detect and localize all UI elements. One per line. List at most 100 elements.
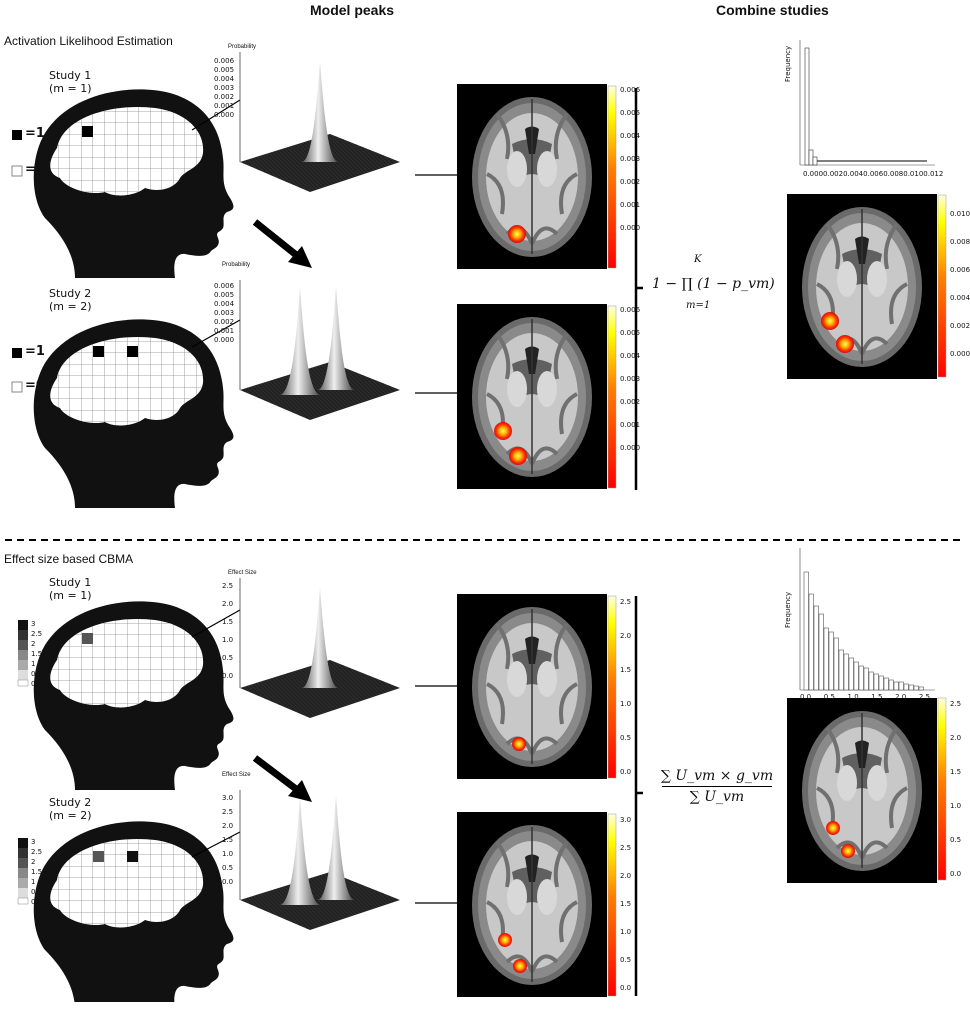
brain-slice-ale-combined: [785, 192, 939, 381]
tick-label: 2.5: [222, 808, 234, 816]
tick-label: 1.0: [222, 850, 234, 858]
tick-label: 0.002: [950, 322, 970, 330]
tick-label: 1.5: [871, 693, 883, 701]
histogram-bar: [898, 681, 904, 691]
brain-slice-effect-study1: [455, 592, 609, 781]
tick-label: 0.002: [620, 398, 641, 406]
tick-label: 0.001: [620, 201, 641, 209]
tick-label: 2: [31, 858, 36, 866]
tick-label: 0.002: [620, 178, 641, 186]
histogram-bar: [888, 679, 894, 691]
tick-label: 0.001: [620, 421, 641, 429]
tick-label: 0.005: [620, 329, 641, 337]
tick-label: 3.0: [620, 816, 632, 824]
tick-label: 2.5: [31, 630, 43, 638]
tick-label: 0: [31, 898, 36, 906]
histogram-bar: [918, 686, 924, 691]
histogram-bar: [913, 685, 919, 691]
section-title-ale: Activation Likelihood Estimation: [4, 34, 173, 48]
peak-surface-plot-effect-study2: [239, 789, 401, 931]
formula-numerator: ∑ U_vm × g_vm: [652, 768, 782, 784]
tick-label: 0.0: [800, 693, 812, 701]
tick-label: 1.0: [620, 928, 632, 936]
plot-ylabel: Probability: [228, 44, 257, 50]
tick-label: 0.003: [620, 375, 641, 383]
histogram-bar: [818, 613, 824, 691]
effect-voxel: [93, 851, 104, 862]
colorbar: [607, 305, 617, 489]
tick-label: 1.5: [950, 768, 962, 776]
plot-ylabel: Probability: [222, 262, 251, 268]
tick-label: 3: [31, 838, 36, 846]
study-index: (m = 2): [49, 300, 92, 313]
tick-label: 0.0: [620, 984, 632, 992]
tick-label: 0.008: [950, 238, 970, 246]
legend-zero-label: =0: [25, 162, 45, 177]
tick-label: 0.5: [620, 734, 632, 742]
tick-label: 1.5: [222, 836, 234, 844]
colorbar: [937, 194, 947, 378]
tick-label: 0.006: [620, 86, 641, 94]
tick-label: 0.004: [214, 300, 235, 308]
formula-lower-limit: m=1: [686, 300, 711, 311]
tick-label: 0.005: [214, 66, 235, 74]
histogram-bar: [843, 653, 849, 691]
formula-numerator-text: ∑ U_vm × g_vm: [660, 768, 774, 784]
tick-label: 1: [31, 878, 36, 886]
plot-ylabel: Effect Size: [228, 570, 257, 576]
tick-label: 1.5: [620, 900, 632, 908]
active-voxel: [93, 346, 104, 357]
legend-empty-square: [11, 381, 23, 393]
study-name: Study 1: [49, 576, 92, 589]
tick-label: 0.003: [620, 155, 641, 163]
formula-denominator-text: ∑ U_vm: [689, 789, 745, 805]
tick-label: 2.5: [222, 582, 234, 590]
tick-label: 0.000: [214, 111, 235, 119]
tick-label: 0.006: [620, 306, 641, 314]
study-index: (m = 2): [49, 809, 92, 822]
formula-denominator: ∑ U_vm: [652, 789, 782, 805]
histogram-bar: [858, 665, 864, 691]
tick-label: 0.004: [620, 352, 641, 360]
brain-slice-effect-study2: [455, 810, 609, 999]
tick-label: 0.5: [31, 888, 43, 896]
histogram-bar: [868, 671, 874, 691]
tick-label: 2.0: [222, 600, 234, 608]
histogram-bar: [908, 684, 914, 691]
study-name: Study 2: [49, 287, 92, 300]
study-name: Study 1: [49, 69, 92, 82]
tick-label: 0.0: [222, 878, 234, 886]
head-silhouette-ale-study1: [33, 89, 234, 278]
tick-label: 0.006: [214, 57, 235, 65]
colorbar: [607, 813, 617, 997]
tick-label: 0.004: [214, 75, 235, 83]
tick-label: 0.5: [620, 956, 632, 964]
colorbar: [607, 595, 617, 779]
histogram-bar: [833, 637, 839, 691]
tick-label: 0.001: [214, 102, 235, 110]
tick-label: 0.001: [214, 327, 235, 335]
tick-label: 0.006: [214, 282, 235, 290]
tick-label: 2.5: [620, 598, 632, 606]
formula-body: 1 − ∏ (1 − p_vm): [652, 276, 775, 292]
arrow-icon: [252, 219, 312, 268]
tick-label: 2.5: [31, 848, 43, 856]
tick-label: 0.000: [620, 444, 641, 452]
tick-label: 0: [31, 680, 36, 688]
tick-label: 0.003: [214, 309, 235, 317]
tick-label: 2.5: [620, 844, 632, 852]
tick-label: 0.005: [214, 291, 235, 299]
histogram-ale: [799, 40, 935, 166]
legend-one-label: =1: [25, 126, 45, 141]
tick-label: 0.000: [950, 350, 970, 358]
tick-label: 1.5: [31, 650, 43, 658]
formula-upper-limit: K: [694, 254, 702, 265]
tick-label: 0.002: [823, 170, 844, 178]
tick-label: 1.0: [950, 802, 962, 810]
brain-slice-ale-study2: [455, 302, 609, 491]
